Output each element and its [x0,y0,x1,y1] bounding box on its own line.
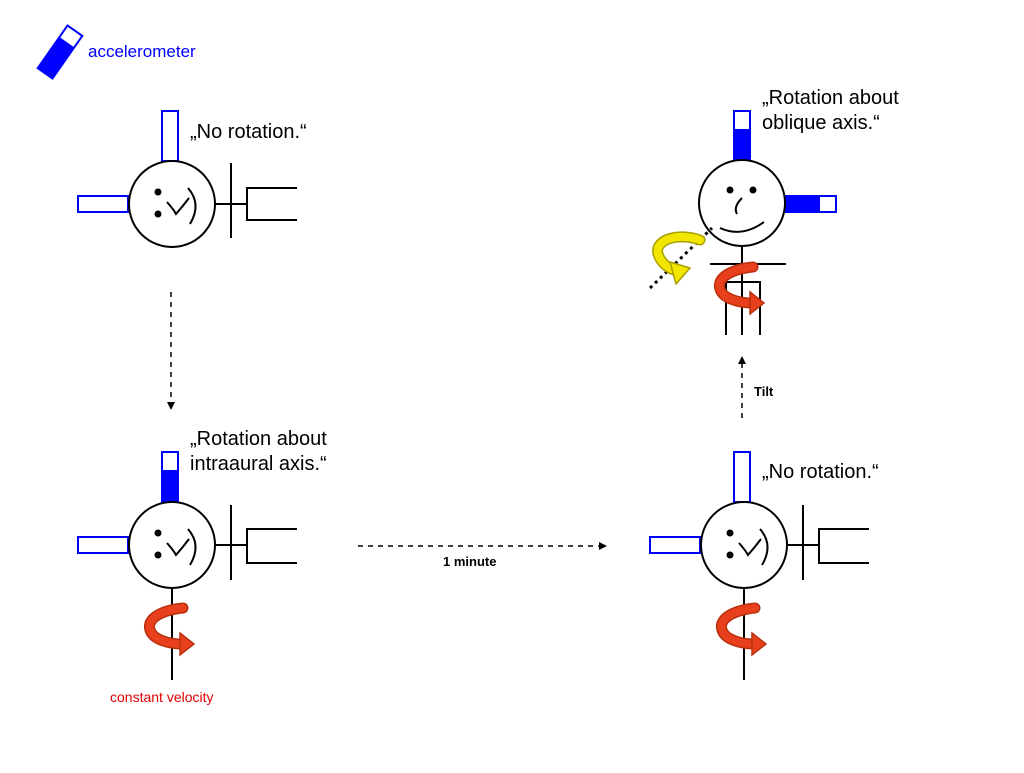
oblique-rotation-arrow-icon [652,231,706,286]
face-icon [698,159,786,247]
panel-top-left [77,110,297,248]
rotation-arrow-icon [713,261,766,316]
chair-icon [787,505,869,580]
caption-top-right-line1: „Rotation about [762,87,899,109]
panel-bottom-right [649,451,869,680]
rotation-arrow-icon [715,602,768,657]
accelerometer-vertical [161,110,179,162]
accelerometer-horizontal [77,195,129,213]
note-constant-velocity: constant velocity [110,689,214,705]
legend-label: accelerometer [88,42,196,61]
caption-top-left: „No rotation.“ [190,121,307,143]
panel-bottom-left [77,451,297,680]
label-tilt: Tilt [754,384,774,399]
chair-icon [215,163,297,238]
label-1-minute: 1 minute [443,554,497,569]
caption-bottom-right: „No rotation.“ [762,461,879,483]
face-icon [700,501,788,589]
accelerometer-icon [36,24,84,80]
caption-top-right-line2: oblique axis.“ [762,112,880,134]
accelerometer-horizontal [649,536,701,554]
accelerometer-horizontal [77,536,129,554]
caption-bottom-left-line2: intraaural axis.“ [190,453,327,475]
chair-icon [215,505,297,580]
face-icon [128,160,216,248]
accelerometer-vertical [733,451,751,503]
rotation-arrow-icon [143,602,196,657]
panel-top-right [648,110,837,335]
caption-bottom-left-line1: „Rotation about [190,428,327,450]
face-icon [128,501,216,589]
